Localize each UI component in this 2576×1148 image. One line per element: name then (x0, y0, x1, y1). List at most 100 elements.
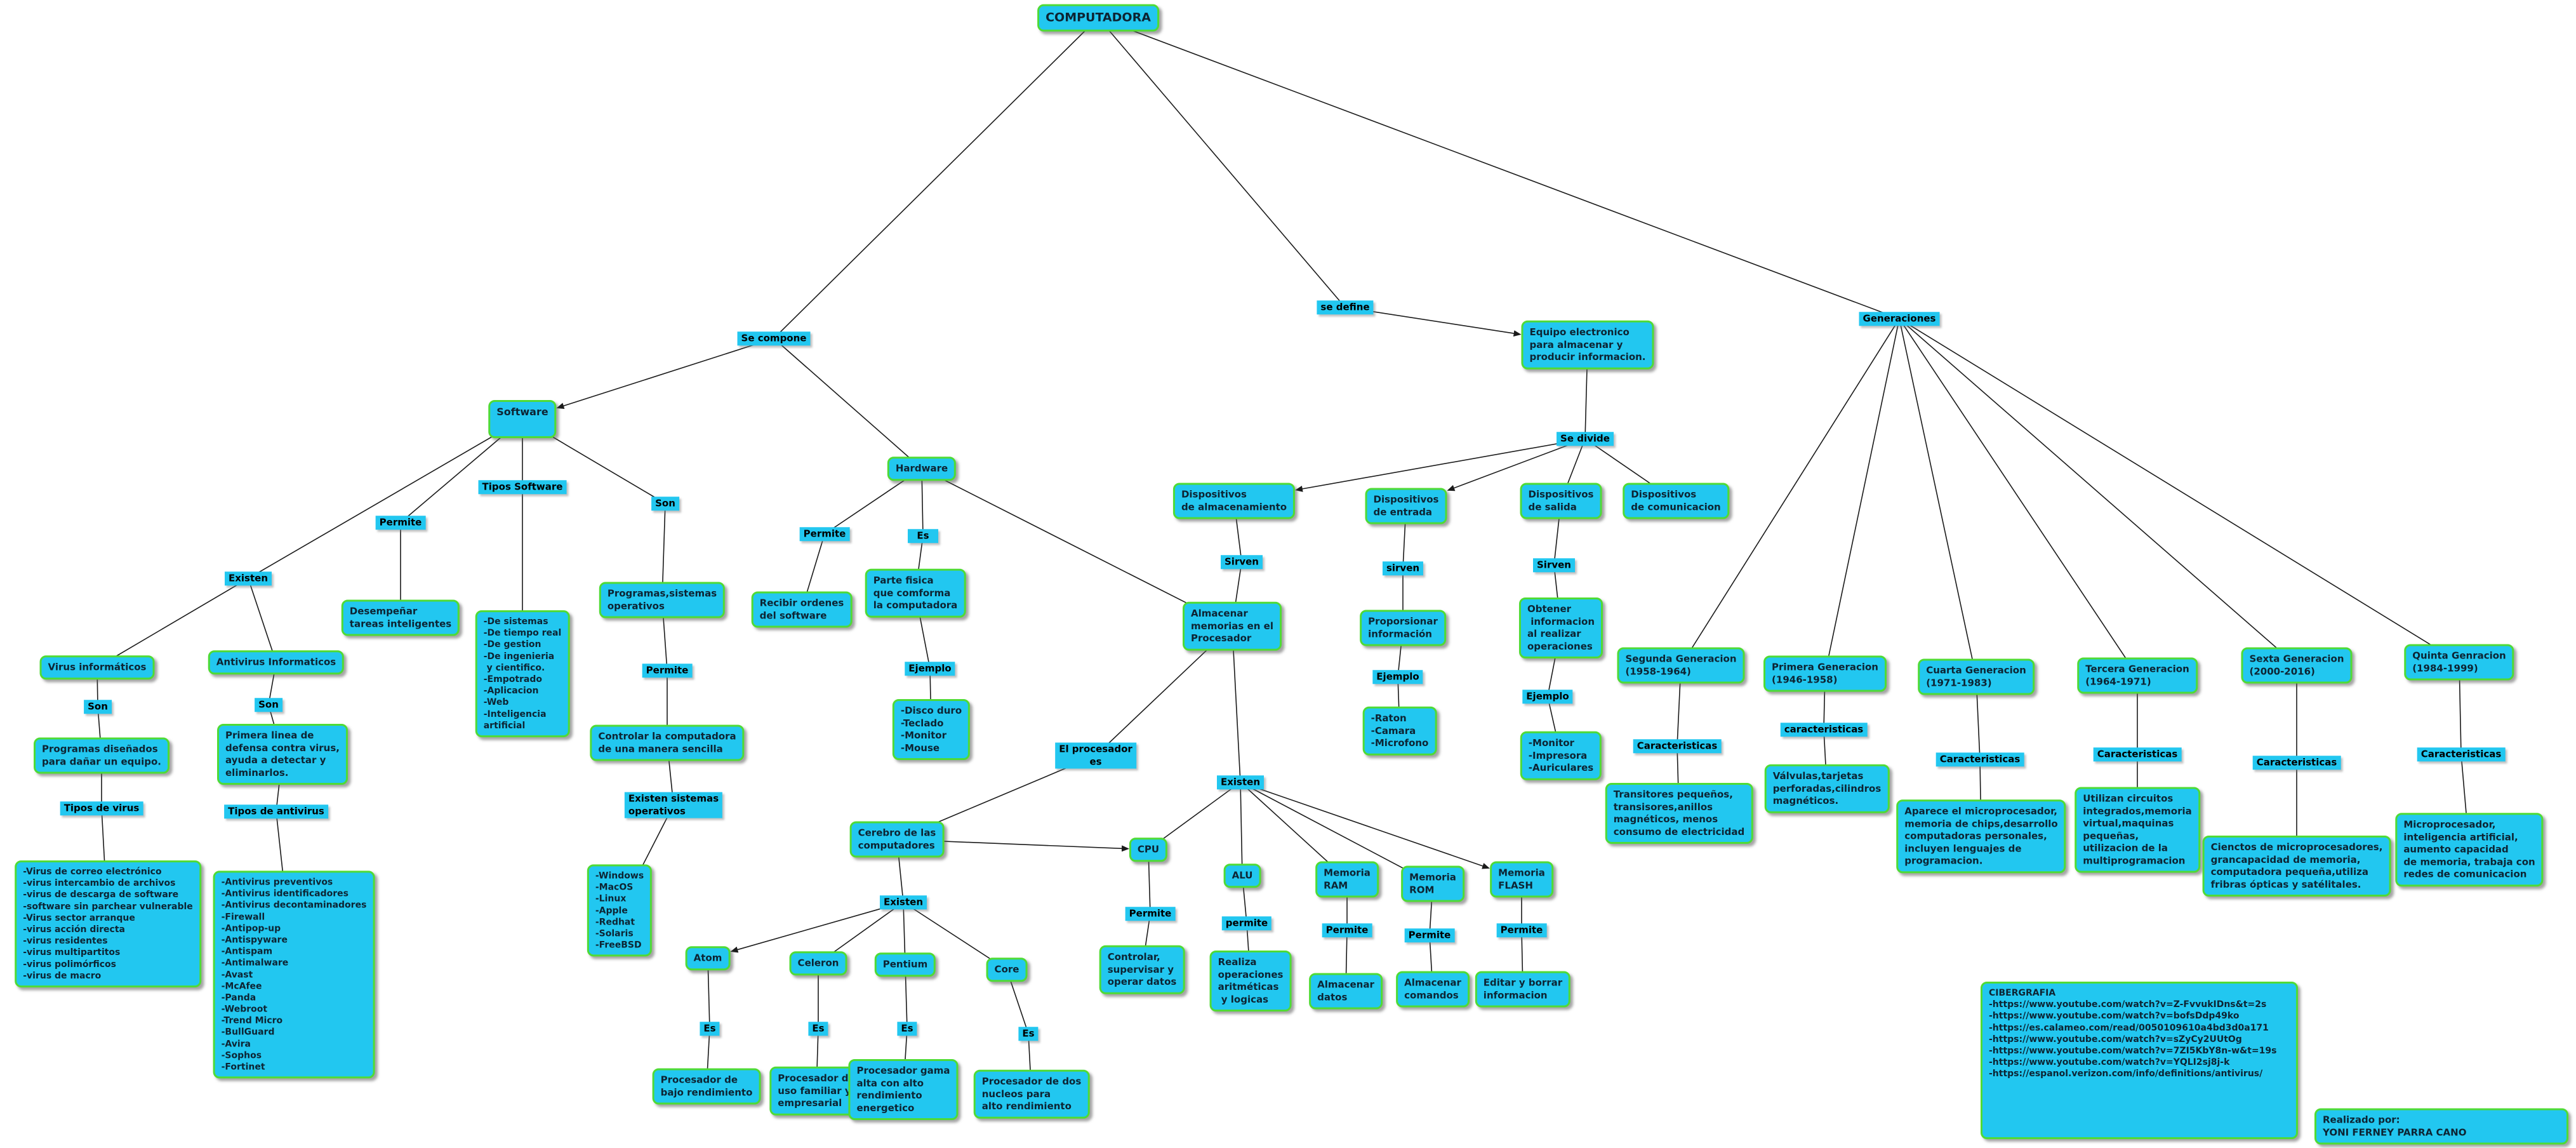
node-cuarta-gen[interactable]: Cuarta Generacion (1971-1983) (1918, 658, 2035, 695)
node-software[interactable]: Software (488, 400, 557, 438)
node-existen-proc[interactable]: Existen (1216, 775, 1265, 789)
node-caract-5[interactable]: Caracteristicas (2417, 747, 2506, 761)
node-se-compone[interactable]: Se compone (737, 331, 811, 345)
node-virus-list[interactable]: -Virus de correo electrónico -virus inte… (15, 860, 201, 987)
node-proc-familiar[interactable]: Procesador de uso familiar y empresarial (769, 1066, 863, 1116)
node-proporsionar[interactable]: Proporsionar información (1360, 610, 1446, 646)
node-tercera-gen[interactable]: Tercera Generacion (1964-1971) (2077, 657, 2198, 694)
node-permite-hw[interactable]: Permite (799, 527, 850, 541)
node-es-hw[interactable]: Es (908, 529, 938, 543)
node-son-sw[interactable]: Son (651, 497, 679, 511)
node-programas-sistemas[interactable]: Programas,sistemas operativos (599, 582, 726, 618)
node-permite-prog[interactable]: Permite (642, 664, 693, 677)
node-el-procesador-es[interactable]: El procesador es (1055, 742, 1136, 769)
node-programas-disenados[interactable]: Programas diseñados para dañar un equipo… (34, 737, 169, 774)
node-controlar-supervisar[interactable]: Controlar, supervisar y operar datos (1099, 945, 1185, 994)
node-existen-so[interactable]: Existen sistemas operativos (624, 792, 723, 818)
node-pentium[interactable]: Pentium (874, 952, 936, 977)
node-antivirus-list[interactable]: -Antivirus preventivos -Antivirus identi… (213, 871, 375, 1079)
node-almacenar-datos[interactable]: Almacenar datos (1309, 973, 1383, 1010)
node-editar-borrar[interactable]: Editar y borrar informacion (1475, 971, 1571, 1008)
node-memoria-flash[interactable]: Memoria FLASH (1490, 861, 1553, 898)
node-equipo[interactable]: Equipo electronico para almacenar y prod… (1521, 320, 1654, 370)
node-sirven-ent[interactable]: sirven (1382, 561, 1424, 575)
node-sirven-alm[interactable]: Sirven (1221, 555, 1263, 569)
node-tipos-de-antivirus[interactable]: Tipos de antivirus (224, 804, 328, 818)
node-sirven-sal[interactable]: Sirven (1533, 558, 1575, 572)
node-primera-gen[interactable]: Primera Generacion (1946-1958) (1763, 655, 1887, 692)
node-son-virus[interactable]: Son (84, 700, 112, 714)
node-permite-alu[interactable]: permite (1221, 916, 1272, 930)
node-utilizan[interactable]: Utilizan circuitos integrados,memoria vi… (2075, 787, 2200, 873)
node-segunda-gen[interactable]: Segunda Generacion (1958-1964) (1617, 647, 1745, 684)
node-memoria-rom[interactable]: Memoria ROM (1401, 865, 1464, 902)
node-cpu[interactable]: CPU (1129, 838, 1168, 862)
node-proc-dos-nucleos[interactable]: Procesador de dos nucleos para alto rend… (973, 1069, 1090, 1119)
node-existen-virus[interactable]: Existen (224, 571, 272, 585)
node-raton-list[interactable]: -Raton -Camara -Microfono (1362, 706, 1437, 756)
node-alu[interactable]: ALU (1223, 864, 1261, 888)
node-permite-ram[interactable]: Permite (1322, 923, 1372, 937)
node-son-av[interactable]: Son (255, 698, 282, 712)
node-proc-gama[interactable]: Procesador gama alta con alto rendimient… (848, 1059, 959, 1120)
node-celeron[interactable]: Celeron (789, 951, 847, 975)
node-core[interactable]: Core (986, 958, 1028, 982)
node-permite-sw[interactable]: Permite (375, 516, 426, 530)
node-disp-salida[interactable]: Dispositivos de salida (1520, 483, 1602, 519)
node-antivirus-informaticos[interactable]: Antivirus Informaticos (208, 650, 345, 674)
node-cienctos[interactable]: Cienctos de microprocesadores, grancapac… (2202, 836, 2391, 897)
node-caract-2[interactable]: Caracteristicas (1633, 739, 1722, 753)
node-ejemplo-hw[interactable]: Ejemplo (905, 662, 955, 676)
node-primera-linea[interactable]: Primera linea de defensa contra virus, a… (217, 724, 348, 785)
node-virus-informaticos[interactable]: Virus informáticos (39, 655, 155, 679)
node-windows-list[interactable]: -Windows -MacOS -Linux -Apple -Redhat -S… (587, 864, 653, 957)
node-aparece[interactable]: Aparece el microprocesador, memoria de c… (1896, 799, 2066, 873)
node-quinta-gen[interactable]: Quinta Genracion (1984-1999) (2404, 644, 2514, 681)
node-realizado[interactable]: Realizado por: YONI FERNEY PARRA CANO (2314, 1108, 2568, 1145)
node-disco-list[interactable]: -Disco duro -Teclado -Monitor -Mouse (892, 699, 971, 760)
node-computadora[interactable]: COMPUTADORA (1037, 4, 1159, 32)
node-permite-rom[interactable]: Permite (1404, 928, 1455, 942)
node-cibergrafia[interactable]: CIBERGRAFIA -https://www.youtube.com/wat… (1981, 982, 2298, 1139)
node-ejemplo-sal[interactable]: Ejemplo (1522, 690, 1573, 704)
node-ejemplo-ent[interactable]: Ejemplo (1372, 670, 1423, 684)
node-se-define[interactable]: se define (1317, 300, 1374, 314)
node-permite-cpu[interactable]: Permite (1125, 907, 1176, 921)
node-controlar-computadora[interactable]: Controlar la computadora de una manera s… (590, 724, 745, 761)
node-es-atom[interactable]: Es (700, 1022, 720, 1036)
node-proc-bajo[interactable]: Procesador de bajo rendimiento (652, 1068, 761, 1105)
node-obtener-informacion[interactable]: Obtener informacion al realizar operacio… (1518, 597, 1603, 658)
node-de-sistemas-list[interactable]: -De sistemas -De tiempo real -De gestion… (475, 610, 570, 737)
node-transitores[interactable]: Transitores pequeños, transisores,anillo… (1605, 783, 1753, 844)
node-almacenar-comandos[interactable]: Almacenar comandos (1396, 971, 1470, 1008)
node-disp-entrada[interactable]: Dispositivos de entrada (1365, 488, 1447, 524)
node-se-divide[interactable]: Se divide (1557, 432, 1614, 446)
node-recibir-ordenes[interactable]: Recibir ordenes del software (751, 591, 853, 628)
node-desempenar[interactable]: Desempeñar tareas inteligentes (341, 599, 460, 636)
node-monitor-list[interactable]: -Monitor -Impresora -Auriculares (1520, 731, 1602, 780)
node-atom[interactable]: Atom (685, 946, 731, 970)
node-sexta-gen[interactable]: Sexta Generacion (2000-2016) (2241, 647, 2353, 684)
node-tipos-de-virus[interactable]: Tipos de virus (60, 801, 143, 815)
node-es-celeron[interactable]: Es (808, 1022, 828, 1036)
node-microprocesador[interactable]: Microprocesador, inteligencia artificial… (2395, 813, 2544, 886)
node-caract-1[interactable]: caracteristicas (1780, 723, 1868, 737)
node-parte-fisica[interactable]: Parte fisica que comforma la computadora (865, 568, 966, 618)
node-cerebro[interactable]: Cerebro de las computadores (849, 821, 945, 858)
node-caract-3[interactable]: Caracteristicas (2093, 747, 2182, 761)
node-disp-comunicacion[interactable]: Dispositivos de comunicacion (1623, 483, 1729, 519)
node-caract-6[interactable]: Caracteristicas (2252, 756, 2341, 770)
node-existen-cerebro[interactable]: Existen (879, 895, 927, 909)
node-generaciones[interactable]: Generaciones (1859, 312, 1940, 326)
node-almacenar-memorias[interactable]: Almacenar memorias en el Procesador (1183, 601, 1282, 651)
node-hardware[interactable]: Hardware (887, 457, 957, 481)
node-realiza-operaciones[interactable]: Realiza operaciones aritméticas y logica… (1209, 951, 1292, 1011)
node-es-core[interactable]: Es (1018, 1027, 1039, 1041)
node-es-pentium[interactable]: Es (897, 1022, 917, 1036)
node-memoria-ram[interactable]: Memoria RAM (1315, 861, 1379, 898)
node-disp-almacenamiento[interactable]: Dispositivos de almacenamiento (1172, 483, 1296, 519)
node-valvulas[interactable]: Válvulas,tarjetas perforadas,cilindros m… (1764, 764, 1890, 813)
node-permite-flash[interactable]: Permite (1496, 923, 1547, 937)
node-tipos-software[interactable]: Tipos Software (478, 480, 567, 494)
node-caract-4[interactable]: Caracteristicas (1935, 752, 2024, 766)
